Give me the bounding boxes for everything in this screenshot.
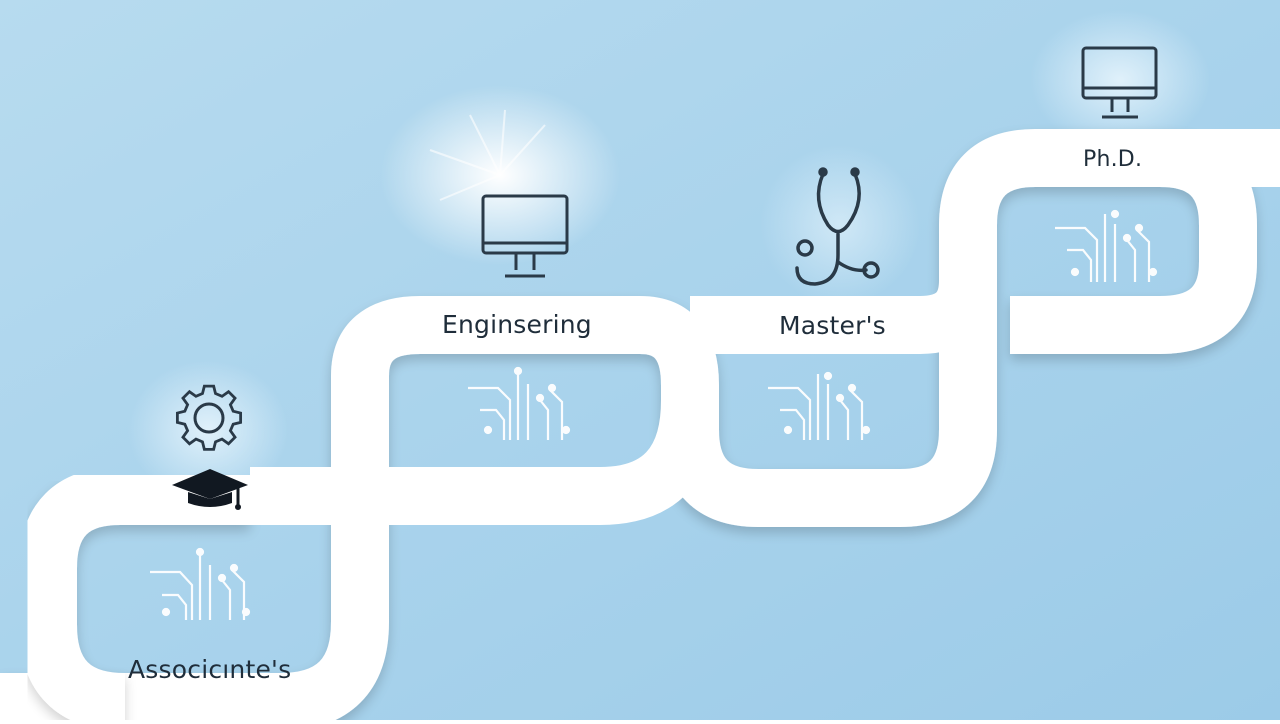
stage-label-masters: Master's xyxy=(779,311,886,340)
glow-masters xyxy=(760,145,920,305)
circuit-motif-3 xyxy=(768,371,871,440)
stage-label-associate: Associcınte's xyxy=(128,655,292,684)
glow-phd xyxy=(1030,10,1210,150)
circuit-motif-4 xyxy=(1055,209,1158,282)
circuit-motif-1 xyxy=(150,547,251,620)
monitor-icon-engineering xyxy=(481,194,569,278)
monitor-icon-phd xyxy=(1081,46,1158,119)
road-upper-band xyxy=(690,278,997,354)
stethoscope-icon xyxy=(795,167,880,286)
glow-associate xyxy=(128,360,288,500)
light-rays xyxy=(429,109,546,201)
stage-label-engineering: Enginsering xyxy=(442,310,592,339)
stage-label-phd: Ph.D. xyxy=(1083,147,1143,172)
circuit-motif-2 xyxy=(468,366,571,440)
winding-road xyxy=(0,129,1257,724)
graduation-cap-icon xyxy=(172,469,248,510)
road-middle-band xyxy=(250,399,719,525)
gear-icon xyxy=(175,384,243,451)
road-lower-loop xyxy=(19,467,250,724)
